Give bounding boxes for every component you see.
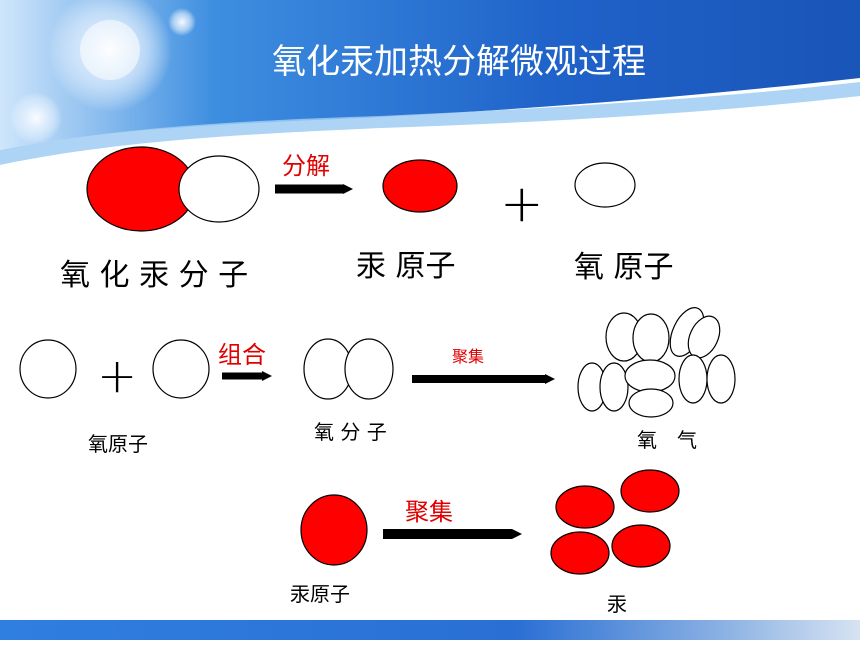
hg-atom-label: 汞 原子 [356, 249, 456, 284]
header-banner [0, 0, 860, 172]
o2-molecule-label: 氧 分 子 [314, 420, 387, 444]
oxygen-gas-label: 氧 气 [637, 428, 697, 452]
combine-label: 组合 [218, 341, 266, 369]
gather-label-row3: 聚集 [405, 498, 453, 526]
o-atom-label-row2: 氧原子 [88, 432, 148, 456]
o-atom [574, 162, 636, 208]
footer-stripe [0, 620, 860, 640]
page-title: 氧化汞加热分解微观过程 [272, 42, 646, 82]
o2-molecule [303, 338, 394, 400]
oxygen-gas-cluster [577, 307, 736, 418]
o-atom-right [152, 339, 210, 399]
hgo-molecule-label: 氧 化 汞 分 子 [60, 258, 249, 293]
o-atom-left [19, 339, 77, 399]
gather-label: 聚集 [452, 347, 485, 366]
decompose-label: 分解 [282, 152, 330, 180]
hgo-molecule [86, 146, 260, 232]
hg-atom-label-row3: 汞原子 [290, 582, 350, 606]
hg-atom [382, 159, 458, 213]
mercury-label: 汞 [607, 592, 627, 616]
hg-atom-row3 [300, 494, 368, 566]
plus-sign-row2: + [97, 348, 138, 404]
o-atom-label: 氧 原子 [574, 250, 674, 285]
mercury-cluster [550, 469, 680, 575]
plus-sign-row1: + [500, 174, 544, 234]
